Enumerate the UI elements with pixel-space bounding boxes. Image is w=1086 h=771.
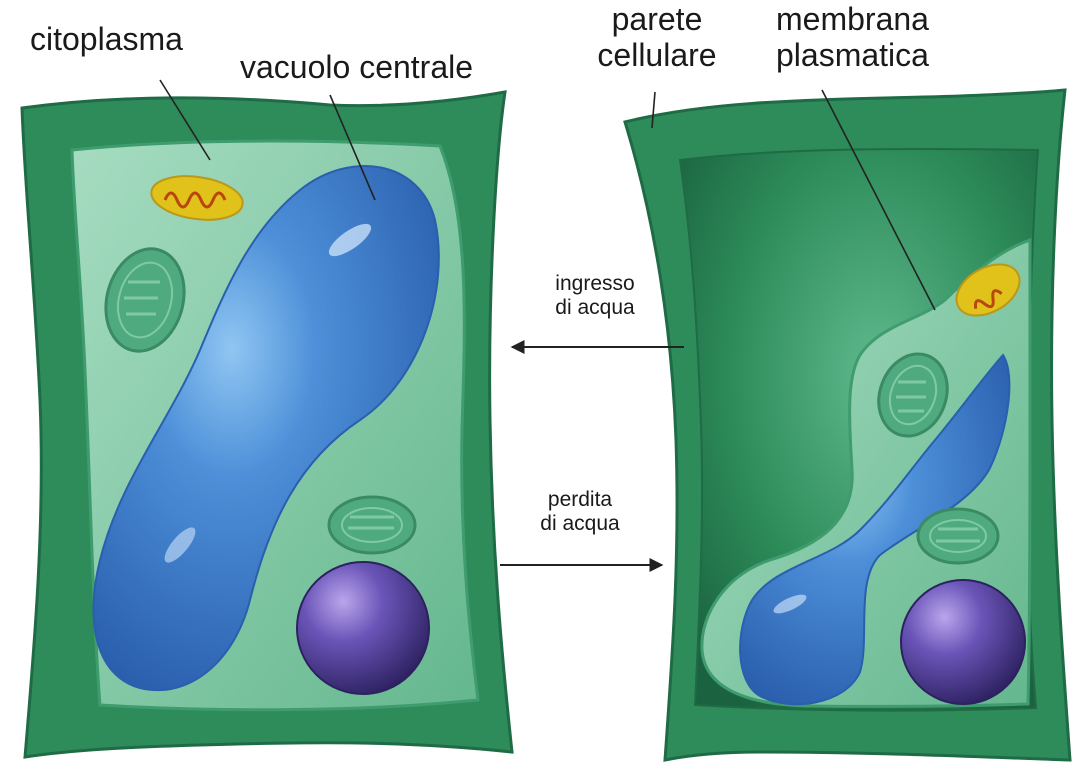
left-cell — [22, 92, 512, 757]
label-cytoplasm: citoplasma — [30, 22, 183, 58]
label-water-in: ingresso di acqua — [535, 272, 655, 319]
right-nucleus — [901, 580, 1025, 704]
label-plasma-membrane-line2: plasmatica — [776, 38, 929, 74]
left-nucleus — [297, 562, 429, 694]
left-chloroplast-2 — [329, 497, 415, 553]
label-water-out-line1: perdita — [520, 488, 640, 512]
label-water-in-line2: di acqua — [535, 296, 655, 320]
label-cell-wall-line1: parete — [597, 2, 717, 38]
label-water-out: perdita di acqua — [520, 488, 640, 535]
label-plasma-membrane-line1: membrana — [776, 2, 929, 38]
right-chloroplast-2 — [918, 509, 998, 563]
label-plasma-membrane: membrana plasmatica — [776, 2, 929, 74]
label-cell-wall: parete cellulare — [597, 2, 717, 74]
right-cell — [625, 90, 1070, 760]
label-water-out-line2: di acqua — [520, 512, 640, 536]
label-cell-wall-line2: cellulare — [597, 38, 717, 74]
label-central-vacuole: vacuolo centrale — [240, 50, 473, 86]
label-water-in-line1: ingresso — [535, 272, 655, 296]
